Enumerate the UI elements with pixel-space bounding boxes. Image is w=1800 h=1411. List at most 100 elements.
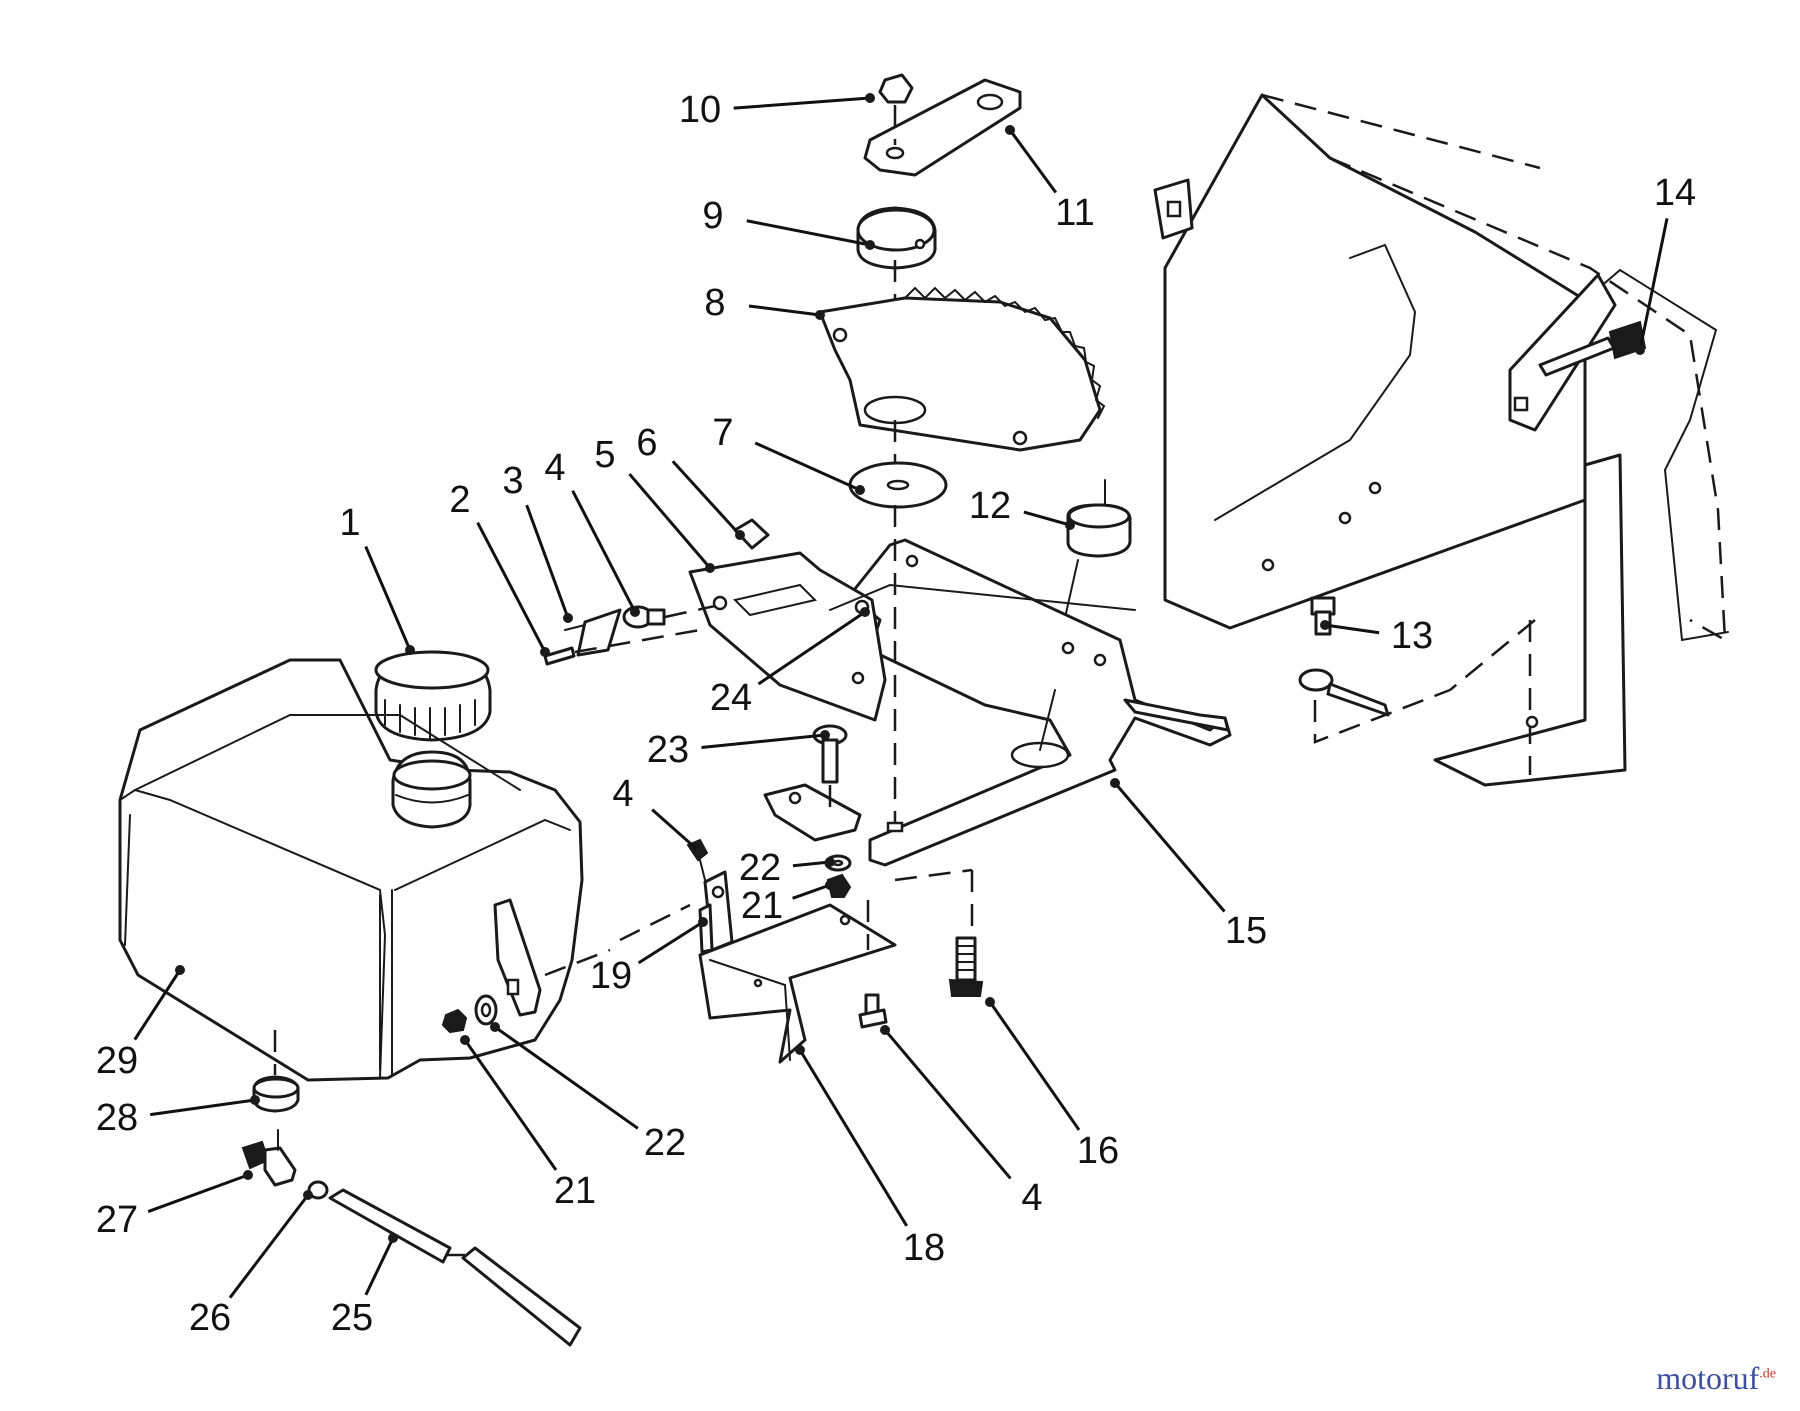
leader-line-25 [364,1237,395,1296]
leader-tip-12 [1065,520,1075,530]
leader-tip-14 [1635,345,1645,355]
callout-label-5: 5 [594,434,615,476]
spring-clip-3 [564,608,622,657]
leader-tip-15 [1110,778,1120,788]
cap-1 [374,650,492,742]
leader-line-15 [1113,782,1226,913]
leader-tip-23 [820,730,830,740]
callout-label-21: 21 [741,885,783,927]
leader-line-18 [798,1049,908,1227]
leader-line-22 [494,1025,639,1130]
leader-tip-7 [855,485,865,495]
leader-tip-25 [388,1233,398,1243]
hose-25 [328,1188,582,1347]
leader-line-5 [628,473,712,569]
callout-label-7: 7 [712,412,733,454]
leader-line-6 [671,460,742,537]
callout-label-4: 4 [612,773,633,815]
leader-tip-26 [303,1190,313,1200]
leader-line-28 [150,1098,256,1117]
tank-29 [118,658,691,1082]
callout-label-28: 28 [96,1097,138,1139]
fitting-27 [241,1129,297,1187]
clip-19 [698,870,734,954]
callout-label-22: 22 [739,847,781,889]
plate-23 [763,783,862,842]
callout-label-6: 6 [636,422,657,464]
callout-label-4: 4 [544,447,565,489]
callout-label-11: 11 [1055,192,1094,234]
callout-label-27: 27 [96,1199,138,1241]
callout-label-23: 23 [647,729,689,771]
callout-label-25: 25 [331,1297,373,1339]
callout-label-2: 2 [449,479,470,521]
leader-tip-2 [540,647,550,657]
leader-tip-4 [880,1025,890,1035]
leader-line-1 [364,545,412,651]
leader-line-29 [133,969,182,1041]
plate-5 [688,551,1136,722]
callout-label-12: 12 [969,485,1011,527]
leader-tip-16 [985,997,995,1007]
clamp-26 [307,1180,329,1200]
leader-tip-19 [698,917,708,927]
callout-label-3: 3 [502,460,523,502]
watermark-name: motoruf [1656,1360,1760,1396]
leader-line-14 [1638,218,1669,351]
leader-tip-4 [695,847,705,857]
nut-10 [878,73,914,104]
leader-line-16 [988,1001,1081,1131]
leader-tip-22 [825,857,835,867]
leader-line-24 [757,610,866,686]
washer-22-tank [474,994,498,1026]
leader-line-12 [1023,510,1071,527]
leader-line-4 [651,808,701,854]
clip-6 [733,518,770,550]
leader-tip-18 [795,1045,805,1055]
washer-7 [848,461,948,509]
leader-line-2 [476,521,547,653]
leader-line-4 [883,1029,1012,1180]
callout-label-13: 13 [1391,615,1433,657]
callout-label-8: 8 [704,282,725,324]
callout-label-22: 22 [644,1122,686,1164]
leader-line-21 [463,1039,558,1171]
callout-label-9: 9 [702,195,723,237]
ground-wire-13 [1298,596,1536,744]
callout-label-4: 4 [1021,1177,1042,1219]
rear-panel [1153,93,1729,787]
callout-label-15: 15 [1225,910,1267,952]
leader-tip-4 [630,607,640,617]
leader-tip-5 [705,563,715,573]
callout-label-21: 21 [554,1170,596,1212]
leader-tip-29 [175,965,185,975]
nut-21-bracket [826,873,870,950]
leader-tip-6 [735,530,745,540]
screw-4-bracket [858,993,888,1029]
leader-line-21 [792,883,831,900]
screw-4-clip [686,838,709,881]
grommet-28 [252,1030,300,1113]
bracket-18 [698,903,897,1064]
leader-line-23 [701,733,826,750]
callout-label-18: 18 [903,1227,945,1269]
leader-tip-11 [1005,125,1015,135]
callout-label-10: 10 [679,89,721,131]
leader-tip-13 [1320,620,1330,630]
leader-line-22 [792,860,831,868]
leader-line-27 [147,1173,249,1213]
leader-line-8 [748,304,821,317]
leader-line-10 [733,96,871,110]
leader-line-3 [525,504,570,619]
leader-tip-28 [250,1095,260,1105]
callout-label-19: 19 [590,955,632,997]
screw-2 [543,628,701,666]
nut-21-tank [441,1008,468,1034]
leader-tip-8 [815,310,825,320]
leader-tip-24 [860,607,870,617]
callout-label-29: 29 [96,1040,138,1082]
callout-label-24: 24 [710,677,752,719]
leader-tip-21 [825,880,835,890]
